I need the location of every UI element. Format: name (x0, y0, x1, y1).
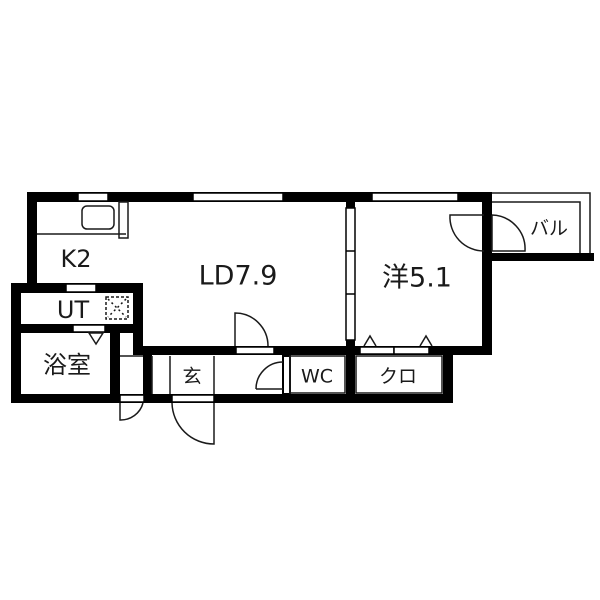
window-ld (192, 192, 284, 202)
room-label-utility: UT (56, 296, 90, 324)
room-label-kitchen: K2 (60, 245, 92, 273)
room-label-balcony: バル (529, 217, 569, 240)
room-label-western-room: 洋5.1 (382, 262, 452, 294)
room-label-closet: クロ (378, 365, 418, 388)
window-kitchen (77, 192, 109, 202)
room-label-entrance: 玄 (182, 365, 202, 388)
wall-balcony (482, 253, 594, 261)
room-label-bathroom: 浴室 (43, 351, 91, 379)
room-label-living-dining: LD7.9 (198, 260, 278, 292)
room-label-toilet: WC (300, 365, 334, 388)
window-western (371, 192, 459, 202)
wall-kitchen-left (27, 192, 37, 287)
